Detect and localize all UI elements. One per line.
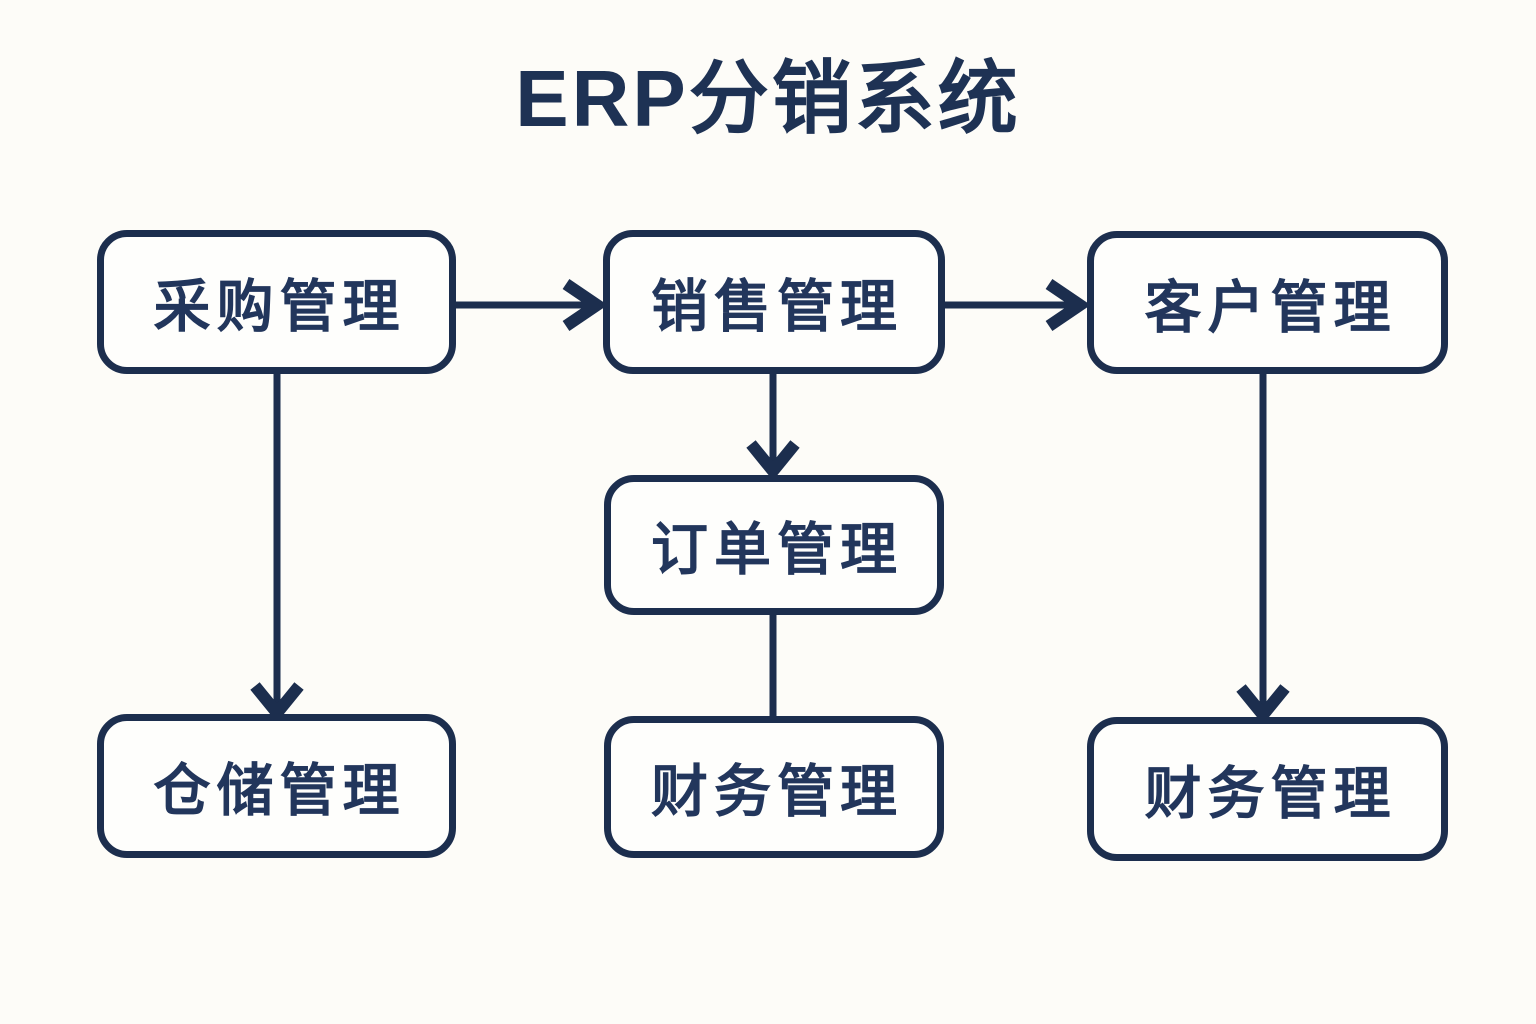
node-order-management: 订单管理	[604, 475, 944, 615]
node-purchase-management: 采购管理	[97, 230, 456, 374]
connector-purchase-to-warehouse	[250, 374, 304, 723]
node-finance-management-middle: 财务管理	[604, 716, 944, 858]
node-customer-management: 客户管理	[1087, 231, 1448, 374]
node-finance-management-right: 财务管理	[1087, 717, 1448, 861]
connector-purchase-to-sales	[456, 279, 608, 331]
node-sales-management: 销售管理	[603, 230, 945, 374]
node-label: 财务管理	[1144, 762, 1397, 826]
connector-sales-to-order	[746, 374, 800, 481]
node-label: 采购管理	[153, 275, 406, 339]
node-label: 订单管理	[651, 518, 903, 582]
connector-customer-to-finance	[1236, 374, 1290, 725]
connector-sales-to-customer	[945, 279, 1091, 331]
node-label: 财务管理	[651, 760, 903, 824]
diagram-title: ERP分销系统	[515, 54, 1021, 143]
node-label: 仓储管理	[153, 759, 406, 823]
node-label: 销售管理	[651, 275, 903, 339]
node-label: 客户管理	[1144, 275, 1397, 340]
node-warehouse-management: 仓储管理	[97, 714, 456, 858]
